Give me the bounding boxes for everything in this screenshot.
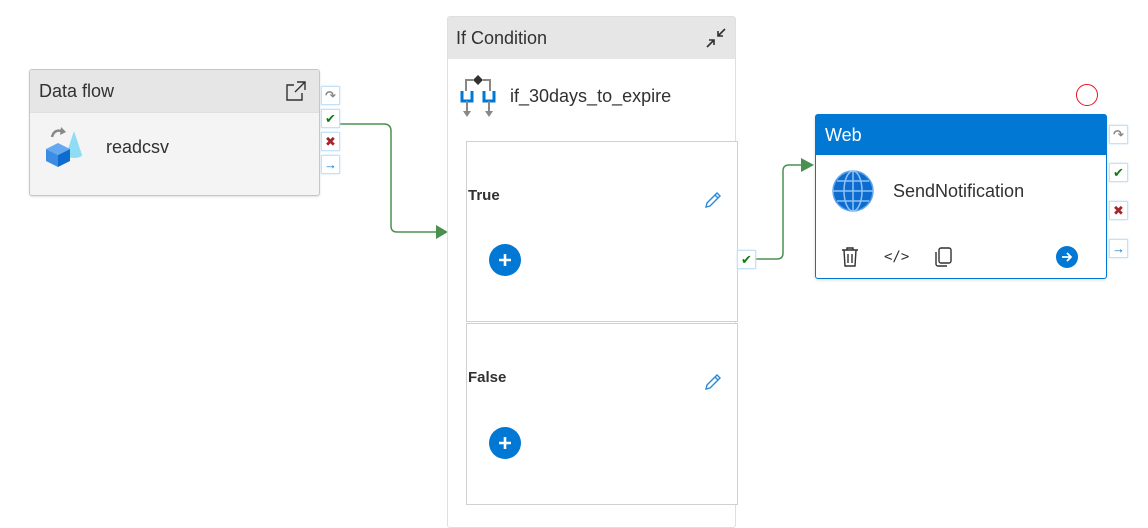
x-icon: ✖ xyxy=(325,134,336,149)
activity-name: if_30days_to_expire xyxy=(510,85,672,106)
add-activity-button[interactable] xyxy=(489,244,521,276)
failure-handle[interactable]: ✖ xyxy=(1109,201,1128,220)
check-icon: ✔ xyxy=(741,252,752,267)
activity-type-label: Web xyxy=(825,124,862,145)
completion-handle[interactable]: → xyxy=(1109,239,1128,258)
check-icon: ✔ xyxy=(1113,165,1124,180)
globe-icon xyxy=(831,169,875,213)
connector-arrowhead xyxy=(801,158,814,172)
success-handle[interactable]: ✔ xyxy=(1109,163,1128,182)
activity-header: Web xyxy=(816,115,1106,155)
if-condition-activity[interactable]: If Condition if_30days_to_expire True xyxy=(447,16,738,528)
add-activity-button[interactable] xyxy=(489,427,521,459)
arrow-right-icon: → xyxy=(324,157,337,172)
success-handle[interactable]: ✔ xyxy=(321,109,340,128)
activity-header: If Condition xyxy=(448,17,735,59)
x-icon: ✖ xyxy=(1113,203,1124,218)
plus-icon xyxy=(498,253,512,267)
if-condition-icon xyxy=(460,73,496,119)
connector-arrowhead xyxy=(436,225,448,239)
activity-header: Data flow xyxy=(30,70,319,113)
completion-handle[interactable]: → xyxy=(321,155,340,174)
validation-error-circle xyxy=(1076,84,1098,106)
branch-label: True xyxy=(468,187,500,204)
connector-if-to-web xyxy=(755,164,803,260)
failure-handle[interactable]: ✖ xyxy=(321,132,340,151)
code-button[interactable]: </> xyxy=(884,249,910,265)
if-success-handle[interactable]: ✔ xyxy=(737,250,756,269)
pencil-icon[interactable] xyxy=(703,372,723,397)
skip-icon: ↷ xyxy=(325,88,336,103)
copy-icon[interactable] xyxy=(933,246,953,268)
skip-handle[interactable]: ↷ xyxy=(321,86,340,105)
web-activity[interactable]: Web SendNotification </> xyxy=(815,114,1107,279)
connector-readcsv-to-if xyxy=(339,123,437,233)
arrow-right-icon: → xyxy=(1112,241,1125,256)
data-flow-icon xyxy=(44,125,90,169)
activity-toolbar: </> xyxy=(840,246,1078,268)
activity-type-label: Data flow xyxy=(39,80,115,101)
true-branch[interactable]: True xyxy=(466,141,738,322)
plus-icon xyxy=(498,436,512,450)
open-external-icon[interactable] xyxy=(285,80,307,102)
check-icon: ✔ xyxy=(325,111,336,126)
collapse-icon[interactable] xyxy=(705,27,727,49)
data-flow-handles: ↷ ✔ ✖ → xyxy=(321,86,340,174)
arrow-circle-right-icon[interactable] xyxy=(1056,246,1078,268)
skip-handle[interactable]: ↷ xyxy=(1109,125,1128,144)
skip-icon: ↷ xyxy=(1113,127,1124,142)
trash-icon[interactable] xyxy=(840,246,860,268)
false-branch[interactable]: False xyxy=(466,323,738,505)
activity-name: SendNotification xyxy=(893,180,1025,201)
activity-name: readcsv xyxy=(106,136,170,157)
pencil-icon[interactable] xyxy=(703,190,723,215)
branch-label: False xyxy=(468,369,507,386)
web-handles: ↷ ✔ ✖ → xyxy=(1109,125,1128,258)
activity-type-label: If Condition xyxy=(456,27,548,48)
data-flow-activity[interactable]: Data flow readcsv xyxy=(29,69,320,196)
